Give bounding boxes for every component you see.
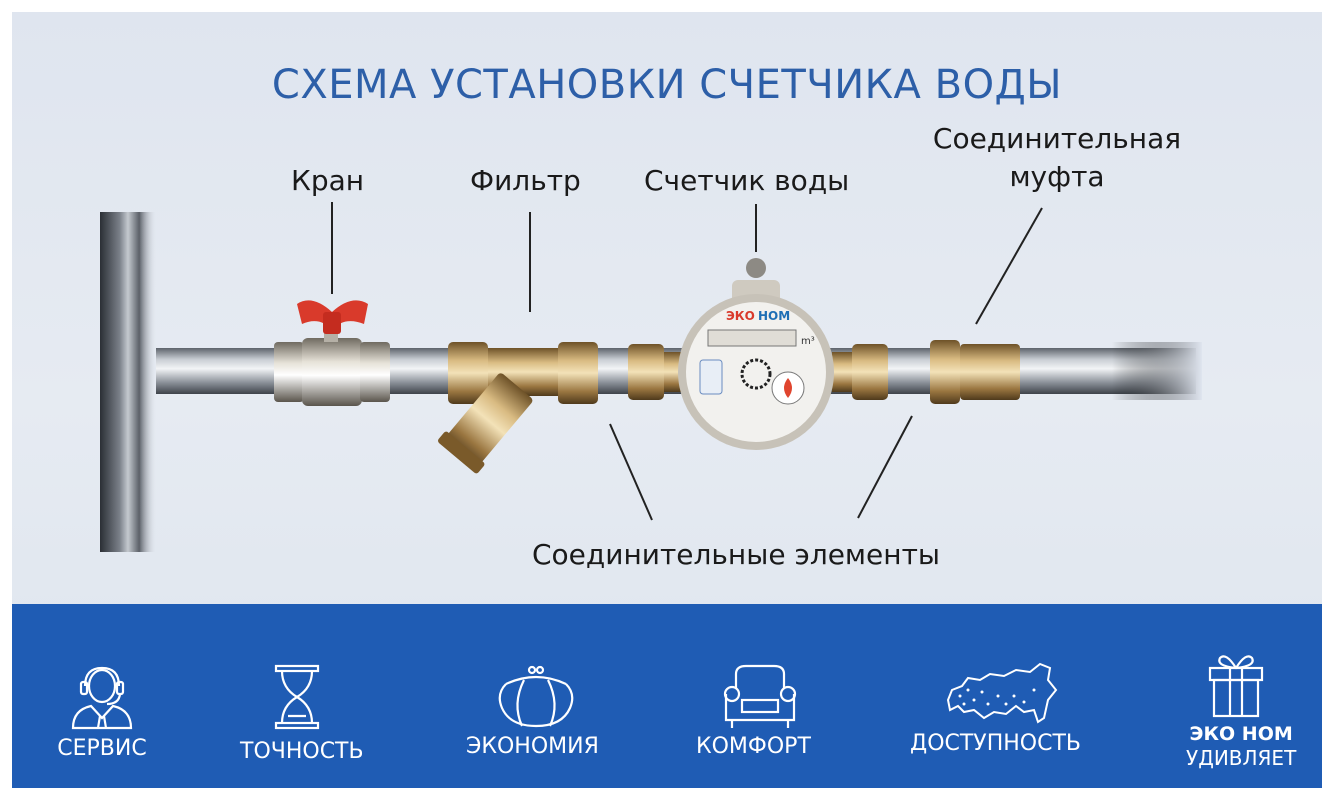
page-title: СХЕМА УСТАНОВКИ СЧЕТЧИКА ВОДЫ [271,62,1063,108]
ball-valve [274,300,390,406]
feature-service: СЕРВИС [52,604,152,788]
feature-label: ТОЧНОСТЬ [240,739,364,764]
feature-label: ЭКО НОМ УДИВЛЯЕТ [1186,722,1296,770]
purse-icon [498,665,574,728]
feature-availability: ДОСТУПНОСТЬ [902,604,1102,788]
y-strainer-filter [438,342,598,474]
label-coupling-line2: муфта [1009,160,1105,193]
connector-left [628,344,684,400]
svg-text:ЭКО: ЭКО [726,309,755,323]
headset-operator-icon [71,666,133,730]
svg-text:НОМ: НОМ [758,309,790,323]
feature-label-line2: УДИВЛЯЕТ [1186,746,1297,770]
connector-right [832,344,888,400]
installation-scheme-card: СХЕМА УСТАНОВКИ СЧЕТЧИКА ВОДЫ [12,12,1322,788]
water-meter: ЭКО НОМ m³ [678,258,834,450]
hourglass-icon [274,664,320,730]
label-filter: Фильтр [470,164,581,197]
features-band: СЕРВИС ТОЧНОСТЬ [12,604,1322,788]
label-water-meter: Счетчик воды [644,164,850,197]
coupling-sleeve [930,340,1020,404]
label-connectors: Соединительные элементы [532,538,941,571]
feature-label: СЕРВИС [57,736,147,761]
feature-accuracy: ТОЧНОСТЬ [232,604,364,788]
label-coupling-line1: Соединительная [932,122,1182,155]
russia-map-icon [946,662,1058,724]
feature-label-line1: ЭКО НОМ [1189,723,1293,745]
feature-label: ЭКОНОМИЯ [466,734,599,759]
label-coupling: Соединительная муфта [912,120,1202,196]
armchair-icon [723,664,797,728]
gift-icon [1208,655,1264,718]
label-valve: Кран [291,164,365,197]
feature-ekonom-surprises: ЭКО НОМ УДИВЛЯЕТ [1172,604,1302,788]
svg-text:m³: m³ [801,336,815,347]
feature-comfort: КОМФОРТ [692,604,832,788]
feature-label: КОМФОРТ [696,734,811,759]
feature-economy: ЭКОНОМИЯ [452,604,612,788]
wall-riser-pipe [100,212,156,552]
pipe-diagram: ЭКО НОМ m³ [100,202,1202,552]
feature-label: ДОСТУПНОСТЬ [910,731,1082,756]
